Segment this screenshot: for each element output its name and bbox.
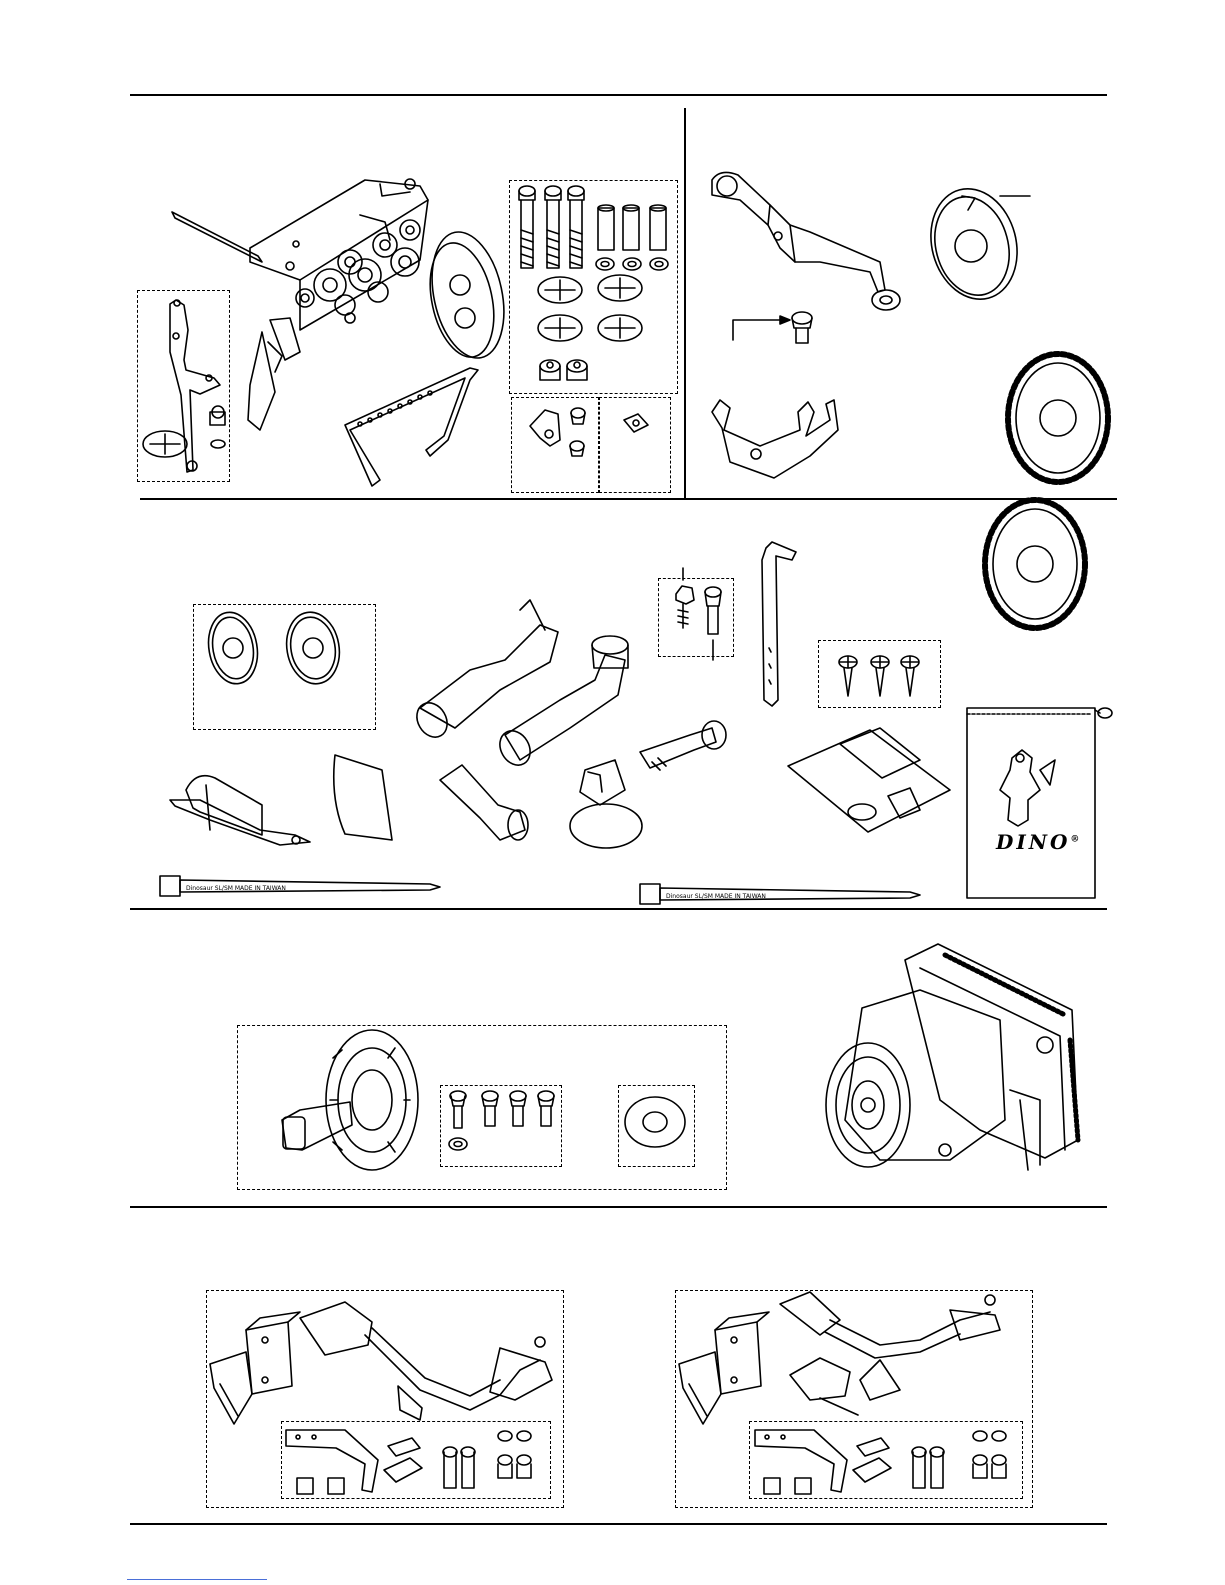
adapter-flange: [282, 1030, 418, 1170]
cover-plate: [170, 776, 310, 845]
wire-feeder-assembly: [172, 179, 515, 430]
bag-brand-label: DINO®: [996, 830, 1082, 854]
torch-holder: [640, 721, 726, 770]
footer-link-underline: [127, 1577, 267, 1580]
spring-ring-1: [1008, 354, 1108, 482]
arrow-to-screw: [733, 312, 812, 343]
cable-clamp-kit: [530, 408, 648, 456]
adapter-screw-kit: [449, 1091, 554, 1150]
suction-cup-mount: [570, 760, 642, 848]
dino-bag: [967, 708, 1112, 898]
three-screws-kit: [839, 656, 919, 696]
rings-pair: [203, 608, 345, 688]
elbow-hose: [440, 765, 528, 840]
bag-registered-mark: ®: [1070, 834, 1082, 844]
mount-plate: [788, 728, 950, 832]
filter-elbow: [494, 636, 628, 771]
cable-tie-right-text: Dinosaur SL/SM MADE IN TAIWAN: [666, 893, 766, 900]
bag-brand: DINO: [996, 830, 1070, 854]
small-ring: [919, 179, 1030, 309]
sensor-kit-right: [679, 1292, 1006, 1494]
two-screws-kit: [676, 568, 721, 660]
bracket-with-feet: [143, 300, 225, 472]
cable-tie-left-text: Dinosaur SL/SM MADE IN TAIWAN: [186, 885, 286, 892]
washer: [625, 1097, 685, 1147]
spring-ring-2: [985, 500, 1085, 628]
tall-bracket: [762, 542, 796, 706]
wire-feed-motor: [826, 944, 1078, 1170]
sensor-kit-left: [210, 1302, 552, 1494]
clear-window: [334, 755, 392, 840]
filter-y-fitting: [411, 600, 558, 743]
long-bracket: [345, 368, 478, 486]
bent-bracket: [712, 172, 900, 310]
saddle-bracket: [712, 400, 838, 478]
screw-kit: [519, 186, 668, 380]
